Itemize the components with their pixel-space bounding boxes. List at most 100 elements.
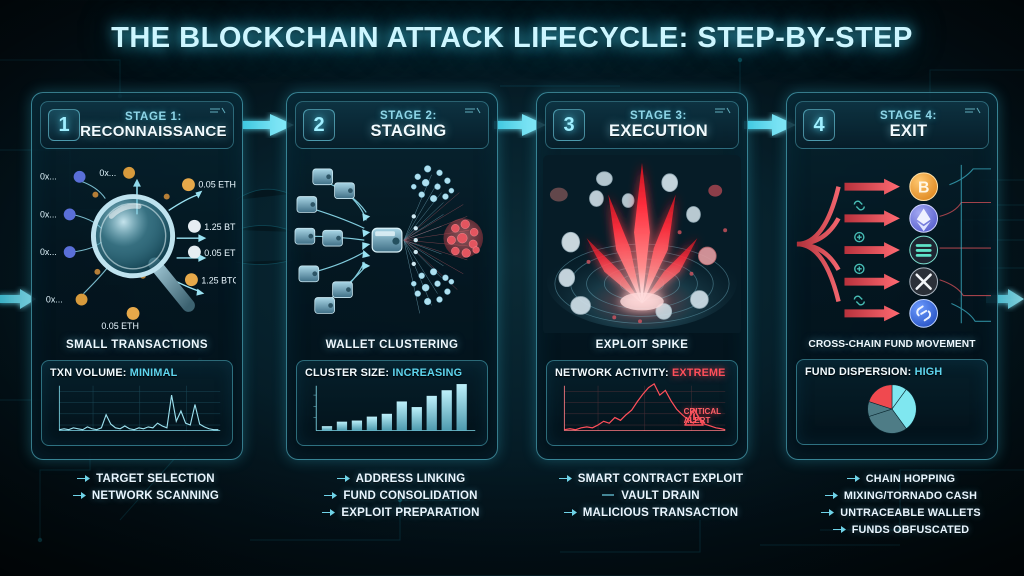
stage-card-exit[interactable]: 4 STAGE 4: EXIT [786,92,998,460]
header-corner-decoration-icon [965,107,981,114]
stage-card-execution[interactable]: 3 STAGE 3: EXECUTION [536,92,748,460]
stage-name-4: EXIT [889,121,928,140]
page-title: THE BLOCKCHAIN ATTACK LIFECYCLE: STEP-BY… [111,22,913,54]
metric-panel-txn-volume: TXN VOLUME: MINIMAL [41,360,233,446]
bullet-arrow-icon [563,509,577,516]
bullet-text: EXPLOIT PREPARATION [341,506,480,519]
warning-triangle-icon [683,408,704,426]
outbound-flow-arrow [986,289,1024,309]
connector-arrow-stage2-to-stage3 [494,114,546,136]
bullet-text: FUNDS OBFUSCATED [851,523,970,536]
bullet-arrow-icon [77,475,91,482]
metric-label-2: CLUSTER SIZE: INCREASING [305,367,479,379]
bullet-text: MALICIOUS TRANSACTION [582,506,739,519]
metric-label-text-2: CLUSTER SIZE: [305,367,390,379]
metric-value-2: INCREASING [392,367,463,379]
bullet-arrow-icon [558,475,572,482]
stage-name-3: EXECUTION [609,121,708,140]
bullet-arrow-icon [324,492,338,499]
bullet-arrow-icon [821,509,835,516]
list-item: MALICIOUS TRANSACTION [536,504,766,521]
bullet-text: MIXING/TORNADO CASH [843,489,978,502]
token-bitcoin: B [909,172,939,202]
header-corner-decoration-icon [465,107,481,114]
alert-line-2: ALERT [683,415,711,425]
illustration-cross-chain-exit: B [793,155,991,335]
bullet-text: ADDRESS LINKING [355,472,466,485]
stage-kicker-4: STAGE 4: [880,109,937,122]
header-corner-decoration-icon [715,107,731,114]
stage-header-3: 3 STAGE 3: EXECUTION [545,101,739,149]
bullet-text: TARGET SELECTION [96,472,215,485]
illustration-exploit-explosion [543,155,741,335]
token-xrp [909,267,939,297]
stage-kicker-2: STAGE 2: [380,109,437,122]
stage-name-2: STAGING [370,121,447,140]
bullet-arrow-icon [832,526,846,533]
list-item: ADDRESS LINKING [286,470,516,487]
list-item: FUND CONSOLIDATION [286,487,516,504]
connector-arrow-stage3-to-stage4 [744,114,796,136]
stage-caption-1: SMALL TRANSACTIONS [65,339,209,351]
token-ethereum [909,204,939,233]
tx-label-top: 0x... [99,168,116,178]
stage-number-badge-3: 3 [553,109,585,141]
stage-caption-3: EXPLOIT SPIKE [595,339,689,351]
stage-number-badge-4: 4 [803,109,835,141]
stage-card-reconnaissance[interactable]: 1 STAGE 1: RECONNAISSANCE [31,92,243,460]
tx-amount-3: 0.05 ETH [204,248,236,258]
tx-amount-4: 1.25 BTC [201,276,236,286]
token-solana [909,235,939,265]
bullet-arrow-icon [824,492,838,499]
metric-value-3: EXTREME [671,367,726,379]
metric-value-4: HIGH [914,366,943,378]
list-item: VAULT DRAIN [536,487,766,504]
chart-fund-dispersion-pie [805,381,979,439]
bullet-arrow-icon [322,509,336,516]
list-item: NETWORK SCANNING [31,487,261,504]
metric-label-1: TXN VOLUME: MINIMAL [50,367,224,379]
alert-line-1: CRITICAL [683,407,721,416]
stage-header-4: 4 STAGE 4: EXIT [795,101,989,149]
bullet-list-stage-2: ADDRESS LINKING FUND CONSOLIDATION EXPLO… [286,470,516,521]
tx-amount-1: 0.05 ETH [198,180,236,190]
list-item: FUNDS OBFUSCATED [786,521,1016,538]
bullet-text: NETWORK SCANNING [91,489,220,502]
list-item: UNTRACEABLE WALLETS [786,504,1016,521]
tx-amount-bottom: 0.05 ETH [101,321,139,331]
bullet-list-stage-3: SMART CONTRACT EXPLOIT VAULT DRAIN MALIC… [536,470,766,521]
metric-value-1: MINIMAL [129,367,178,379]
metric-label-3: NETWORK ACTIVITY: EXTREME [555,367,729,379]
stage-number-badge-2: 2 [303,109,335,141]
tx-amount-2: 1.25 BTH [204,222,236,232]
list-item: TARGET SELECTION [31,470,261,487]
bullet-text: CHAIN HOPPING [865,472,956,485]
illustration-wallet-clustering [293,155,491,335]
svg-text:B: B [918,180,929,197]
tx-label-left-1: 0x... [40,172,57,182]
stage-caption-2: WALLET CLUSTERING [325,339,459,351]
header-corner-decoration-icon [210,107,226,114]
chart-network-activity-line: CRITICAL ALERT [555,382,729,440]
stage-kicker-1: STAGE 1: [125,110,182,123]
bullet-list-stage-4: CHAIN HOPPING MIXING/TORNADO CASH UNTRAC… [786,470,1016,538]
bullet-text: FUND CONSOLIDATION [343,489,478,502]
metric-label-text-3: NETWORK ACTIVITY: [555,367,669,379]
bullet-list-stage-1: TARGET SELECTION NETWORK SCANNING [31,470,261,504]
inbound-flow-arrow [0,289,36,309]
list-item: CHAIN HOPPING [786,470,1016,487]
chart-cluster-size-bars [305,382,479,440]
bullet-arrow-icon [846,475,860,482]
stage-caption-4: CROSS-CHAIN FUND MOVEMENT [808,339,976,350]
bullet-text: UNTRACEABLE WALLETS [840,506,981,519]
stage-number-badge-1: 1 [48,109,80,141]
bullet-arrow-icon [336,475,350,482]
bullet-text: VAULT DRAIN [621,489,700,502]
illustration-reconnaissance: 0x... 0x... 0x... 0x... 0x... 0.05 ETH 1… [38,155,236,335]
tx-label-left-4: 0x... [46,294,63,304]
list-item: EXPLOIT PREPARATION [286,504,516,521]
list-item: SMART CONTRACT EXPLOIT [536,470,766,487]
stage-header-2: 2 STAGE 2: STAGING [295,101,489,149]
stage-card-staging[interactable]: 2 STAGE 2: STAGING [286,92,498,460]
